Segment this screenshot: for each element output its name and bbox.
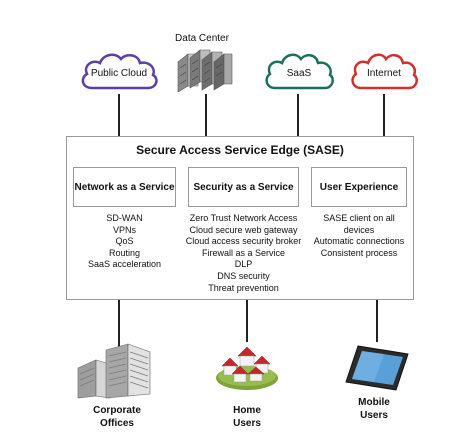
network-service-list: SD-WAN VPNs QoS Routing SaaS acceleratio… (73, 213, 176, 271)
list-item: Firewall as a Service (201, 247, 286, 258)
sase-title: Secure Access Service Edge (SASE) (136, 143, 344, 157)
list-item: Cloud secure web gateway (189, 224, 298, 235)
connector-saas (297, 94, 299, 136)
security-service-heading: Security as a Service (193, 181, 294, 193)
connector-public-cloud (118, 94, 120, 136)
data-center-label: Data Center (175, 33, 229, 44)
user-experience-box: User Experience (311, 167, 407, 207)
security-service-list: Zero Trust Network Access Cloud secure w… (178, 213, 309, 294)
mobile-users-label: Mobile Users (358, 397, 390, 421)
mobile-device-icon (345, 345, 409, 391)
list-item: Automatic connections (313, 236, 405, 247)
connector-internet (383, 94, 385, 136)
internet-label: Internet (367, 68, 401, 79)
connector-data-center (205, 94, 207, 136)
home-users-label: Home Users (233, 405, 261, 429)
corporate-offices-icon (77, 343, 151, 399)
security-service-box: Security as a Service (188, 167, 299, 207)
network-service-box: Network as a Service (73, 167, 176, 207)
corporate-offices-label: Corporate Offices (93, 405, 141, 429)
list-item: SaaS acceleration (87, 259, 162, 270)
list-item: DLP (234, 259, 253, 270)
list-item: Threat prevention (208, 282, 279, 293)
list-item: Consistent process (320, 247, 398, 258)
list-item: Routing (108, 247, 141, 258)
user-experience-list: SASE client on all devices Automatic con… (311, 213, 407, 259)
user-experience-heading: User Experience (319, 181, 399, 193)
saas-label: SaaS (286, 68, 312, 79)
public-cloud-label: Public Cloud (90, 68, 148, 79)
list-item: Cloud access security broker (185, 236, 302, 247)
list-item: VPNs (112, 224, 136, 235)
internet-cloud-icon (351, 53, 418, 90)
data-center-icon (177, 49, 233, 92)
list-item: SASE client on all devices (323, 213, 395, 235)
home-users-icon (216, 346, 278, 390)
list-item: DNS security (217, 270, 270, 281)
network-service-heading: Network as a Service (74, 181, 175, 193)
list-item: SD-WAN (106, 213, 143, 223)
public-cloud-icon (81, 53, 158, 90)
saas-cloud-icon (265, 53, 334, 90)
connector-corporate (118, 300, 120, 350)
list-item: Zero Trust Network Access (189, 213, 298, 223)
sase-box: Secure Access Service Edge (SASE) Networ… (66, 136, 414, 300)
connector-home (246, 300, 248, 342)
connector-mobile (376, 300, 378, 342)
list-item: QoS (115, 236, 134, 247)
